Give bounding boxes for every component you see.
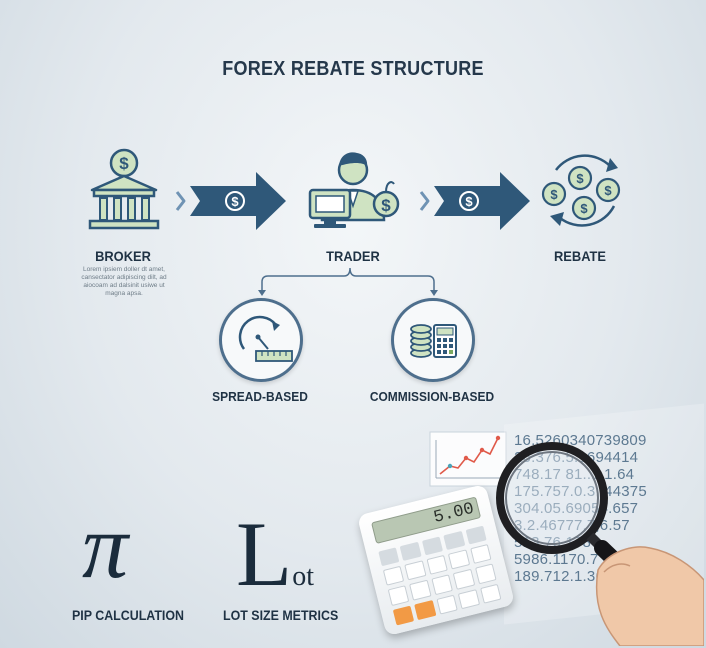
calculator-key[interactable] <box>421 536 444 555</box>
calculator-key[interactable] <box>404 559 427 581</box>
coins-calculator-icon <box>410 324 457 358</box>
svg-text:$: $ <box>576 171 584 186</box>
svg-text:$: $ <box>381 196 391 215</box>
calculator-key[interactable] <box>431 574 454 595</box>
line-chart-card-icon <box>429 431 507 487</box>
calculator-key[interactable] <box>457 588 480 610</box>
magnifying-glass-icon <box>496 442 704 646</box>
commission-label: COMMISSION-BASED <box>369 389 495 404</box>
hand-icon <box>595 546 704 646</box>
calculator-key[interactable] <box>436 594 458 615</box>
svg-text:$: $ <box>550 187 558 202</box>
rebate-label: REBATE <box>553 248 607 264</box>
spread-icon-badge <box>219 298 303 382</box>
pip-calculation-label: PIP CALCULATION <box>72 608 185 623</box>
branch-connector <box>258 267 438 296</box>
calculator-key[interactable] <box>409 579 432 601</box>
lot-size-label: LOT SIZE METRICS <box>223 608 339 623</box>
calculator-key[interactable] <box>426 554 449 575</box>
calculator-key[interactable] <box>392 605 415 626</box>
calculator-key[interactable] <box>452 568 475 590</box>
calculator-key[interactable] <box>378 547 400 566</box>
calculator-key[interactable] <box>382 565 405 586</box>
calculator-key[interactable] <box>387 585 410 606</box>
trader-label: TRADER <box>326 248 380 264</box>
svg-text:$: $ <box>231 194 239 209</box>
svg-text:$: $ <box>604 183 612 198</box>
calculator-key[interactable] <box>400 541 422 561</box>
calculator-key[interactable] <box>447 548 470 570</box>
spread-label: SPREAD-BASED <box>212 389 308 404</box>
calculator-key[interactable] <box>443 531 465 550</box>
calculator-key[interactable] <box>414 599 437 621</box>
flow-arrow-trader-rebate: $ <box>419 172 530 230</box>
lot-symbol: Lot <box>236 503 314 605</box>
ruler-arc-icon <box>238 315 293 362</box>
bank-icon: $ <box>88 148 160 230</box>
flow-arrow-broker-trader: $ <box>175 172 286 230</box>
svg-text:$: $ <box>580 201 588 216</box>
svg-text:$: $ <box>465 194 473 209</box>
page-title: FOREX REBATE STRUCTURE <box>222 58 484 80</box>
trader-computer-icon: $ <box>308 152 400 228</box>
cycle-coins-icon: $ $ $ $ <box>541 154 621 227</box>
commission-icon-badge <box>391 298 475 382</box>
broker-label: BROKER <box>95 248 151 264</box>
svg-text:$: $ <box>119 154 129 173</box>
broker-description: Lorem ipsiem doller dt amet, cansectator… <box>81 266 167 297</box>
pi-symbol: π <box>82 495 129 597</box>
